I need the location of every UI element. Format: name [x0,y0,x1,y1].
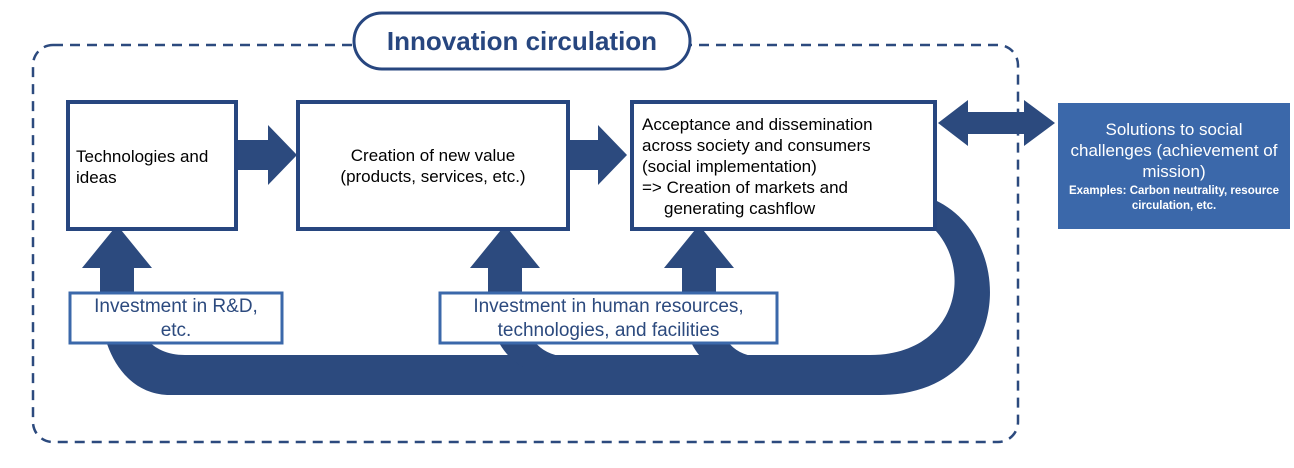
creation-line-1: Creation of new value [350,146,516,165]
rnd-investment-label: Investment in R&D, etc. [94,296,258,341]
acceptance-line-5: generating cashflow [664,199,816,218]
diagram-title: Innovation circulation [386,25,658,56]
title-pill [352,11,692,71]
human-investment-label: Investment in human resources, technolog… [442,295,775,343]
human-investment-line-1: Investment in human resources, [473,296,744,317]
double-headed-arrow-icon [938,100,1055,146]
acceptance-line-1: Acceptance and dissemination [642,115,873,134]
solutions-examples: Examples: Carbon neutrality, resource ci… [1068,185,1280,212]
acceptance-line-3: (social implementation) [642,157,817,176]
right-arrow-icon [238,125,297,185]
acceptance-line-4: => Creation of markets and [642,178,849,197]
solutions-box: Solutions to social challenges (achievem… [1058,103,1290,229]
solutions-title: Solutions to social challenges (achievem… [1070,120,1278,181]
right-arrow-icon [570,125,627,185]
creation-label: Creation of new value (products, service… [300,145,566,187]
technologies-box [66,100,238,231]
innovation-cycle-frame [31,43,1020,444]
technologies-label: Technologies and ideas [76,147,209,187]
human-investment-box [438,291,779,345]
creation-box [296,100,570,231]
acceptance-box [630,100,937,231]
acceptance-label: Acceptance and dissemination across soci… [642,114,932,219]
creation-line-2: (products, services, etc.) [340,167,526,186]
rnd-investment-box [68,291,284,345]
human-investment-line-2: technologies, and facilities [497,320,720,341]
acceptance-line-2: across society and consumers [642,136,871,155]
